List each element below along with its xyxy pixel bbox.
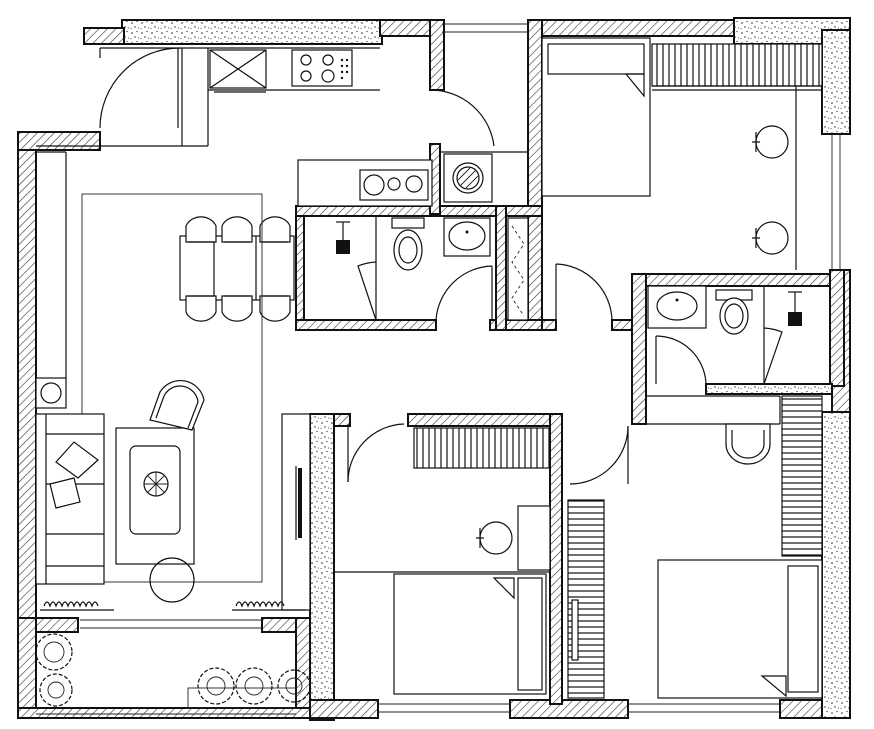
bedroom-1-door	[555, 263, 613, 321]
bathroom-2-door	[655, 335, 707, 385]
dining	[179, 216, 295, 322]
laundry-door	[429, 89, 495, 147]
toilet	[393, 229, 423, 271]
balcony	[35, 633, 311, 709]
living-room	[35, 151, 311, 611]
shrub-icon	[277, 669, 311, 703]
dining-table	[179, 235, 295, 301]
windows	[36, 23, 841, 715]
rug	[81, 193, 263, 583]
bedroom-2	[334, 423, 629, 695]
concrete-column-bottom-right	[821, 411, 851, 719]
concrete-wall-top-kitchen	[121, 19, 383, 45]
chair-icon	[752, 125, 789, 159]
kitchen	[36, 47, 495, 147]
cushion	[49, 477, 81, 509]
concrete-column-center	[309, 413, 335, 721]
armchair	[149, 380, 205, 431]
wardrobe	[781, 395, 823, 557]
shower-drain	[788, 312, 802, 326]
cooktop-knobs	[340, 58, 349, 80]
wardrobe	[413, 427, 551, 469]
pouf	[149, 557, 195, 603]
radiator	[235, 601, 285, 608]
bedroom-2-door	[347, 423, 405, 483]
sofa	[35, 413, 105, 585]
sink-icon	[725, 423, 771, 465]
master-bedroom	[567, 395, 823, 699]
entry-door	[99, 47, 181, 129]
pillow	[547, 43, 645, 75]
shrub-icon	[35, 633, 73, 671]
dining-chairs	[185, 216, 291, 322]
basin	[647, 285, 707, 329]
bathroom-1-door	[435, 265, 493, 321]
wardrobe-2	[567, 499, 605, 699]
pillow	[787, 565, 819, 693]
bedroom-1	[541, 37, 823, 321]
pillow	[517, 577, 543, 691]
chair-icon	[752, 221, 789, 255]
plants	[35, 633, 311, 707]
laundry	[297, 151, 528, 207]
bathroom-2	[646, 285, 833, 465]
toilet	[719, 297, 749, 335]
cooktop	[291, 49, 353, 87]
walls	[17, 17, 851, 721]
radiator	[43, 601, 99, 608]
shrub-icon	[39, 673, 73, 707]
cushion	[55, 441, 99, 479]
duct	[507, 217, 529, 321]
corridor-door	[569, 425, 629, 485]
toilet-tank	[391, 217, 425, 229]
bathroom-1	[336, 216, 529, 321]
shower-drain	[336, 240, 350, 254]
concrete-column-right	[821, 29, 851, 135]
double-sink	[359, 169, 429, 201]
desk	[517, 505, 551, 571]
chair-icon	[476, 521, 513, 555]
shrub-icon	[235, 667, 273, 705]
wardrobe	[651, 43, 823, 87]
shrub-icon	[197, 667, 235, 705]
plant-icon	[143, 471, 169, 497]
